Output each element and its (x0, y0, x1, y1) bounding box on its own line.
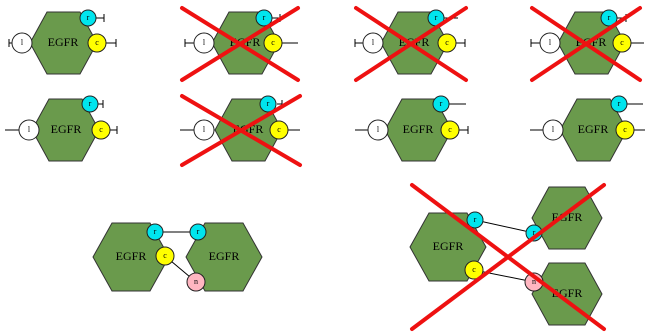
egfr-hexagon-top-right (531, 186, 603, 250)
site-r (432, 95, 450, 113)
site-r-label: r (263, 13, 266, 22)
site-l-label: l (372, 38, 375, 47)
pattern-row2-col3: EGFR r c l (355, 95, 469, 162)
site-l-label: l (203, 38, 206, 47)
site-c (612, 33, 632, 53)
egfr-label-right: EGFR (209, 249, 240, 263)
egfr-label: EGFR (578, 122, 609, 136)
site-r-label: r (435, 13, 438, 22)
site-r-label: r (608, 13, 611, 22)
site-n-label: n (194, 277, 198, 286)
pattern-row3-trimer-crossed: EGFR EGFR EGFR r r c n (409, 183, 606, 331)
cross-line-2 (354, 6, 468, 82)
site-l-label: l (552, 125, 555, 134)
site-r-label: r (267, 99, 270, 108)
site-l (193, 32, 215, 54)
cross-line-2 (180, 6, 300, 82)
site-c-label: c (472, 265, 476, 274)
site-r (259, 95, 277, 113)
egfr-label-left: EGFR (433, 239, 464, 253)
bond-r-r (474, 219, 535, 234)
site-l (18, 119, 40, 141)
cross-line-2 (180, 94, 302, 167)
site-r-label: r (89, 99, 92, 108)
site-l (193, 119, 215, 141)
site-c (615, 120, 635, 140)
site-l (11, 32, 33, 54)
site-l (367, 119, 389, 141)
pattern-row1-col1: EGFR r c l (8, 9, 117, 75)
site-r (81, 95, 99, 113)
site-l (362, 32, 384, 54)
egfr-hexagon-right (185, 222, 263, 292)
bond-c-n (473, 269, 535, 283)
cross-line-2 (530, 6, 642, 82)
site-r-left-label: r (474, 215, 477, 224)
site-l-label: l (203, 125, 206, 134)
site-r (600, 9, 618, 27)
pattern-row3-dimer-valid: EGFR EGFR r r c n (92, 222, 263, 292)
pattern-row1-col2: EGFR r c l (180, 6, 300, 82)
site-r-left-label: r (154, 227, 157, 236)
site-c-label: c (448, 125, 452, 134)
site-l-label: l (28, 125, 31, 134)
egfr-label: EGFR (51, 122, 82, 136)
site-c (87, 33, 107, 53)
site-c-label: c (445, 38, 449, 47)
site-r (79, 9, 97, 27)
site-l (542, 119, 564, 141)
site-c (464, 260, 484, 280)
site-r-left (466, 211, 484, 229)
site-n-label: n (532, 277, 536, 286)
site-r (255, 9, 273, 27)
egfr-hexagon-bottom-right (531, 262, 603, 326)
site-l (539, 32, 561, 54)
cross-line-2 (410, 183, 606, 331)
egfr-label: EGFR (403, 122, 434, 136)
site-r-left (146, 223, 164, 241)
site-r-label: r (618, 99, 621, 108)
site-l-label: l (377, 125, 380, 134)
egfr-label-left: EGFR (116, 249, 147, 263)
site-r-right-label: r (533, 228, 536, 237)
egfr-label: EGFR (48, 35, 79, 49)
site-r-label: r (440, 99, 443, 108)
site-c (91, 120, 111, 140)
site-n (186, 272, 206, 292)
site-c-label: c (620, 38, 624, 47)
pattern-row2-col4: EGFR r c l (530, 95, 645, 162)
site-c (263, 33, 283, 53)
site-c-label: c (271, 38, 275, 47)
site-c (437, 33, 457, 53)
site-c (155, 246, 175, 266)
site-c (269, 120, 289, 140)
pattern-row1-col3: EGFR r c l (354, 6, 468, 82)
site-c-label: c (163, 251, 167, 260)
pattern-row2-col1: EGFR r c l (5, 95, 118, 162)
site-c-label: c (277, 125, 281, 134)
site-c-label: c (99, 125, 103, 134)
site-c (440, 120, 460, 140)
pattern-row1-col4: EGFR r c l (530, 6, 644, 82)
site-r-label: r (87, 13, 90, 22)
site-r (610, 95, 628, 113)
site-l-label: l (21, 38, 24, 47)
site-r-right-label: r (197, 227, 200, 236)
site-c-label: c (623, 125, 627, 134)
pattern-row2-col2: EGFR r c l (180, 94, 302, 167)
site-r-right (189, 223, 207, 241)
site-l-label: l (549, 38, 552, 47)
site-c-label: c (95, 38, 99, 47)
